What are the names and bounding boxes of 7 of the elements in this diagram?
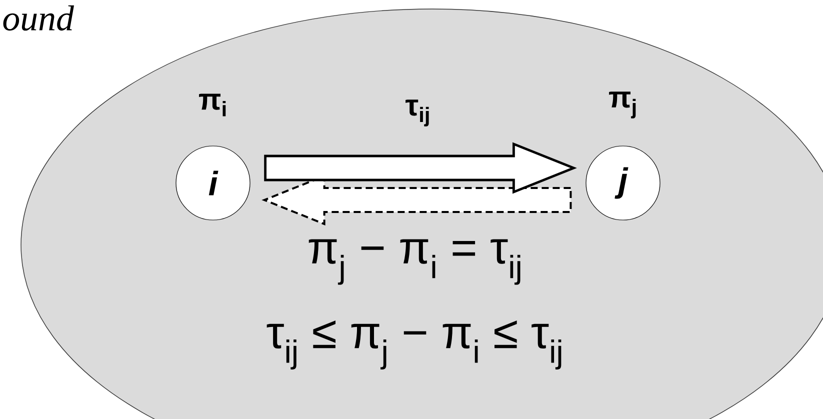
node-label: π$_{j}$ [609,92,636,118]
equation: π$_{j}$ − π$_{i}$ = τ$_{ij}$ [308,239,520,285]
heading-fragment: ound [3,5,74,31]
equation: τ$_{ij}$ ≤ π$_{j}$ − π$_{i}$ ≤ τ$_{ij}$ [266,320,562,370]
block-arrow [264,142,577,194]
node-label: π$_{i}$ [199,94,226,116]
edge-label: τ$_{ij}$ [406,100,429,126]
